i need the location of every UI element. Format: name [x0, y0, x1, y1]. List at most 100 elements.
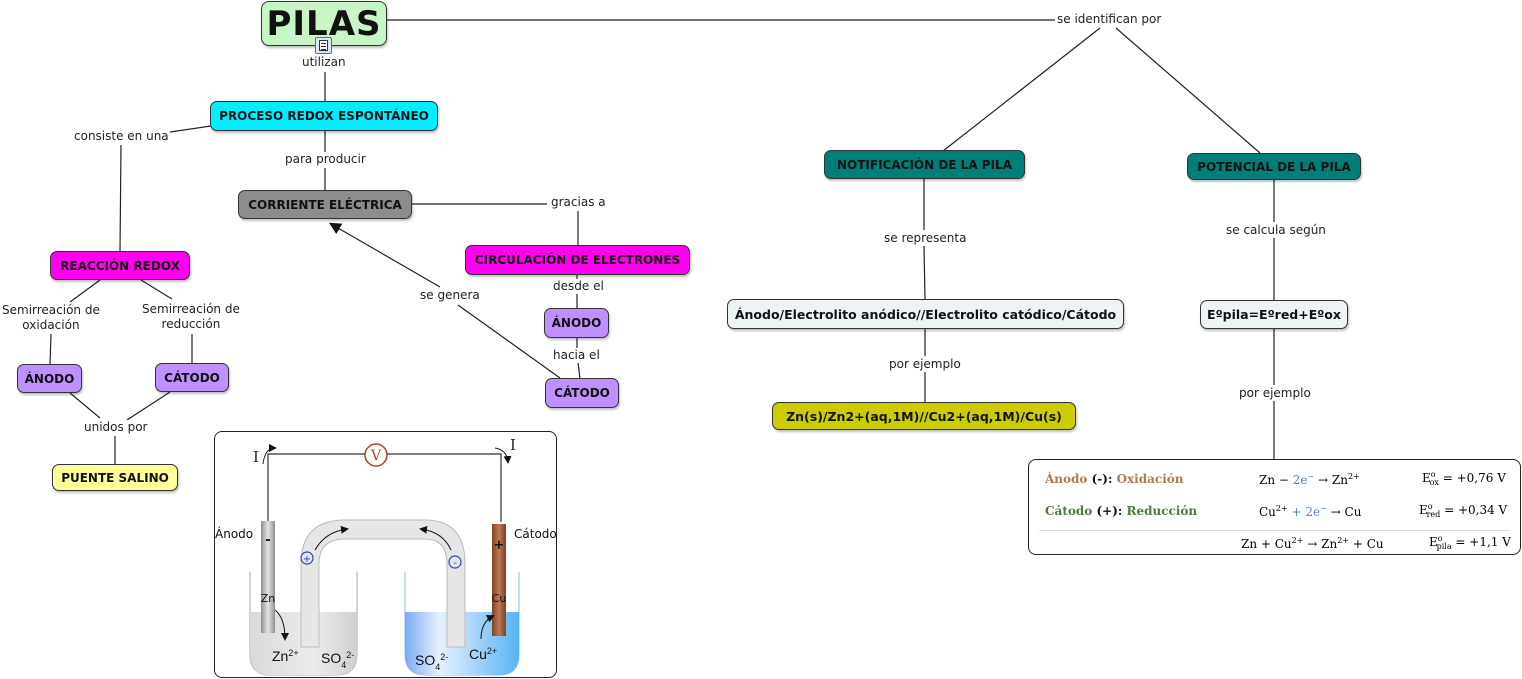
node-potencial-text: POTENCIAL DE LA PILA	[1197, 159, 1351, 174]
link-label-desde-el: desde el	[552, 279, 605, 294]
node-circulacion-electrones[interactable]: CIRCULACIÓN DE ELECTRONES	[465, 245, 690, 275]
node-reaccion-redox[interactable]: REACCIÓN REDOX	[50, 251, 190, 280]
link-semiox-anodo	[49, 333, 52, 366]
link-hacia-catodo	[577, 361, 581, 380]
link-label-se-genera: se genera	[419, 288, 481, 303]
node-circulacion-text: CIRCULACIÓN DE ELECTRONES	[474, 253, 681, 267]
copper-electrode	[492, 524, 506, 636]
node-catodo-mid-text: CÁTODO	[554, 386, 610, 400]
link-identifican-potencial	[1115, 27, 1261, 154]
node-notificacion-pila[interactable]: NOTIFICACIÓN DE LA PILA	[824, 150, 1025, 179]
link-label-utilizan: utilizan	[301, 55, 347, 70]
node-notacion-ejemplo-text: Zn(s)/Zn2+(aq,1M)//Cu2+(aq,1M)/Cu(s)	[786, 408, 1062, 424]
cathode-potential: Eored = +0,34 V	[1419, 502, 1508, 520]
current-arrow-left	[262, 444, 277, 465]
node-catodo-mid[interactable]: CÁTODO	[545, 378, 619, 408]
anode-row-name: Ánodo	[1045, 472, 1088, 486]
node-corriente-electrica[interactable]: CORRIENTE ELÉCTRICA	[238, 190, 412, 219]
node-anodo-left-text: ÁNODO	[24, 371, 75, 386]
document-icon[interactable]	[315, 37, 332, 54]
node-formula-text: Eºpila=Eºred+Eºox	[1207, 307, 1341, 322]
zinc-ion-label: Zn2+	[272, 648, 299, 664]
cathode-label: Cátodo	[514, 527, 557, 541]
copper-ion-arrow	[480, 615, 495, 640]
node-anodo-mid-text: ÁNODO	[551, 316, 602, 330]
semi-ox-line1: Semirreación de	[2, 303, 100, 317]
zinc-electrode	[261, 521, 275, 633]
cathode-row-name: Cátodo	[1045, 504, 1093, 518]
voltmeter-label: V	[370, 448, 382, 464]
link-anodo-unidos	[69, 392, 101, 419]
node-potencial-pila[interactable]: POTENCIAL DE LA PILA	[1187, 153, 1361, 180]
node-catodo-left[interactable]: CÁTODO	[155, 363, 229, 392]
zinc-metal-label: Zn	[261, 592, 276, 605]
link-label-se-representa: se representa	[883, 231, 968, 246]
semi-red-line1: Semirreación de	[142, 302, 240, 316]
galvanic-cell-diagram: V I I + - - Zn + Cu Ánodo Cátodo Zn2+	[215, 436, 557, 676]
node-notacion-general-text: Ánodo/Electrolito anódico//Electrolito c…	[734, 306, 1117, 322]
bridge-negative-text: -	[453, 558, 457, 569]
cathode-row-sign: (+):	[1096, 504, 1123, 518]
node-formula-potencial[interactable]: Eºpila=Eºred+Eºox	[1200, 300, 1348, 329]
link-label-hacia-el: hacia el	[552, 348, 601, 363]
anode-reaction: Zn − 2e− → Zn2+	[1259, 472, 1360, 487]
link-label-para-producir: para producir	[284, 152, 367, 167]
voltmeter-icon	[364, 443, 388, 467]
table-divider	[1039, 530, 1510, 531]
semi-red-line2: reducción	[161, 317, 221, 331]
link-identifican-notificacion	[942, 27, 1101, 152]
anode-row-sign: (-):	[1091, 472, 1113, 486]
node-puente-salino[interactable]: PUENTE SALINO	[52, 464, 178, 491]
link-label-unidos-por: unidos por	[83, 420, 149, 435]
salt-bridge	[300, 519, 466, 648]
link-label-se-identifican: se identifican por	[1056, 12, 1163, 27]
copper-metal-label: Cu	[492, 592, 507, 605]
link-label-por-ejemplo-1: por ejemplo	[888, 357, 962, 372]
semi-ox-line2: oxidación	[22, 318, 80, 332]
bridge-negative-sign	[448, 555, 462, 569]
link-label-se-calcula: se calcula según	[1225, 223, 1327, 238]
link-segenera-corriente	[328, 222, 441, 288]
anode-potential: Eoox = +0,76 V	[1422, 470, 1506, 488]
link-proceso-consiste	[169, 125, 212, 133]
node-anodo-mid[interactable]: ÁNODO	[544, 308, 609, 338]
current-label-right: I	[510, 436, 516, 454]
node-catodo-left-text: CÁTODO	[164, 370, 220, 385]
copper-ion-label: Cu2+	[469, 646, 497, 662]
link-label-semirreaccion-oxidacion: Semirreación de oxidación	[1, 303, 101, 333]
link-representa-general	[923, 245, 926, 300]
global-reaction: Zn + Cu2+ → Zn2+ + Cu	[1241, 536, 1384, 551]
link-label-semirreaccion-reduccion: Semirreación de reducción	[141, 302, 241, 332]
link-catodo-segenera	[457, 304, 561, 379]
bridge-flow-arrow-right	[419, 525, 452, 551]
cathode-reaction: Cu2+ + 2e− → Cu	[1259, 504, 1362, 519]
cathode-row-process: Reducción	[1126, 504, 1198, 518]
zinc-electrode-sign: -	[265, 533, 270, 548]
sulfate-right-label: SO42-	[415, 652, 448, 672]
node-anodo-left[interactable]: ÁNODO	[17, 364, 82, 393]
node-reaccion-text: REACCIÓN REDOX	[60, 258, 180, 273]
link-reaccion-semiox	[69, 279, 101, 303]
node-puente-text: PUENTE SALINO	[61, 470, 169, 485]
external-wire	[267, 453, 502, 522]
link-label-consiste: consiste en una	[73, 129, 170, 144]
copper-electrode-sign: +	[494, 538, 505, 553]
node-notacion-ejemplo[interactable]: Zn(s)/Zn2+(aq,1M)//Cu2+(aq,1M)/Cu(s)	[772, 402, 1076, 430]
node-proceso-redox[interactable]: PROCESO REDOX ESPONTÁNEO	[210, 101, 438, 131]
link-label-gracias-a: gracias a	[550, 195, 607, 210]
node-corriente-text: CORRIENTE ELÉCTRICA	[248, 197, 402, 212]
zinc-ion-arrow	[274, 609, 289, 641]
link-catodo-unidos	[126, 391, 171, 421]
node-proceso-text: PROCESO REDOX ESPONTÁNEO	[219, 109, 429, 123]
cathode-row-label: Cátodo (+): Reducción	[1045, 504, 1197, 518]
anode-label: Ánodo	[215, 526, 253, 541]
sulfate-left-label: SO42-	[321, 650, 354, 670]
potential-equations-image[interactable]: Ánodo (-): Oxidación Zn − 2e− → Zn2+ Eoo…	[1028, 459, 1521, 555]
link-consiste-reaccion	[119, 144, 122, 253]
bridge-positive-text: +	[303, 554, 311, 565]
title-node-pilas[interactable]: PILAS	[261, 1, 387, 46]
anode-row-process: Oxidación	[1116, 472, 1184, 486]
galvanic-cell-image[interactable]: V I I + - - Zn + Cu Ánodo Cátodo Zn2+	[214, 431, 557, 678]
node-notacion-general[interactable]: Ánodo/Electrolito anódico//Electrolito c…	[727, 299, 1124, 329]
